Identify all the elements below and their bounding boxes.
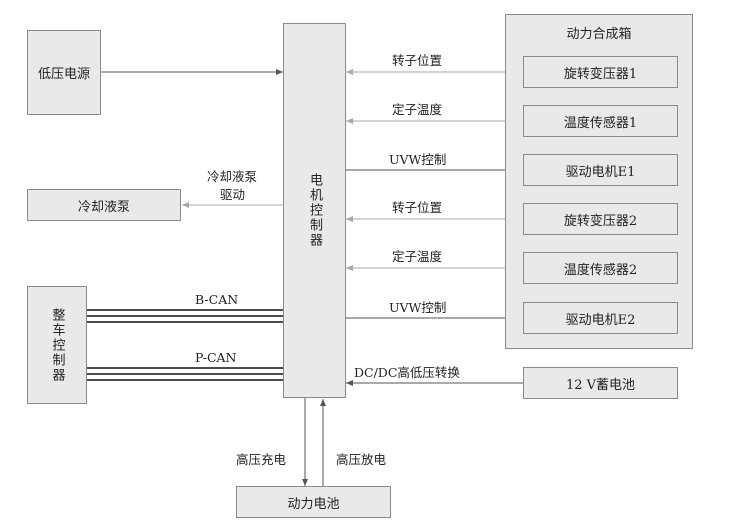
uvw-control-1-label: UVW控制 [389, 152, 447, 167]
rotor-position-1-label: 转子位置 [392, 53, 443, 68]
temp-sensor-2-box: 温度传感器2 [523, 252, 678, 284]
resolver-1-label: 旋转变压器1 [563, 66, 638, 82]
battery-12v-box: 12 V蓄电池 [523, 367, 678, 399]
p-can-label: P-CAN [195, 350, 237, 365]
stator-temp-1-label: 定子温度 [392, 102, 443, 117]
motor-controller-label: 电机控制器 [307, 173, 322, 248]
coolant-pump-label: 冷却液泵 [77, 199, 130, 215]
pump-drive-label-line2: 驱动 [220, 187, 246, 202]
battery-12v-label: 12 V蓄电池 [565, 377, 636, 393]
coolant-pump-box: 冷却液泵 [27, 189, 181, 221]
drive-motor-e2-box: 驱动电机E2 [523, 302, 678, 334]
drive-motor-e1-label: 驱动电机E1 [565, 164, 636, 180]
temp-sensor-1-label: 温度传感器1 [563, 115, 638, 131]
temp-sensor-1-box: 温度传感器1 [523, 105, 678, 137]
drive-motor-e1-box: 驱动电机E1 [523, 154, 678, 186]
motor-controller-box: 电机控制器 [283, 23, 346, 398]
stator-temp-2-label: 定子温度 [392, 249, 443, 264]
drive-motor-e2-label: 驱动电机E2 [565, 312, 636, 328]
rotor-position-2-label: 转子位置 [392, 200, 443, 215]
power-battery-box: 动力电池 [236, 486, 391, 518]
temp-sensor-2-label: 温度传感器2 [563, 262, 638, 278]
b-can-bus [87, 309, 283, 323]
vehicle-controller-box: 整车控制器 [27, 286, 87, 404]
power-battery-label: 动力电池 [287, 496, 340, 512]
hv-discharge-label: 高压放电 [336, 452, 387, 467]
dcdc-label: DC/DC高低压转换 [354, 365, 460, 380]
pump-drive-label-line1: 冷却液泵 [207, 169, 258, 184]
resolver-2-label: 旋转变压器2 [563, 213, 638, 229]
resolver-2-box: 旋转变压器2 [523, 203, 678, 235]
hv-charge-label: 高压充电 [236, 452, 287, 467]
power-assembly-title: 动力合成箱 [566, 27, 632, 42]
vehicle-controller-label: 整车控制器 [49, 307, 65, 383]
low-voltage-source-box: 低压电源 [27, 30, 101, 115]
b-can-label: B-CAN [195, 292, 239, 307]
resolver-1-box: 旋转变压器1 [523, 56, 678, 88]
uvw-control-2-label: UVW控制 [389, 300, 447, 315]
low-voltage-source-label: 低压电源 [37, 67, 90, 82]
p-can-bus [87, 367, 283, 381]
